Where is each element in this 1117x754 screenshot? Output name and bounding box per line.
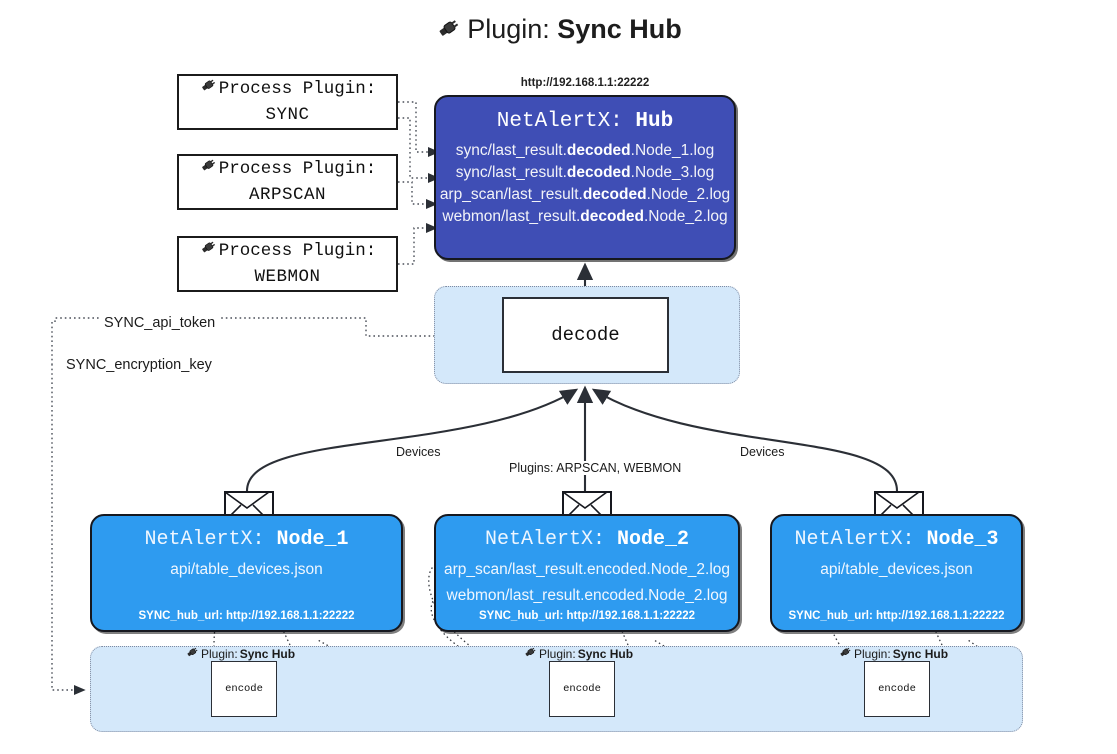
hub-log-line: sync/last_result.decoded.Node_3.log (456, 164, 714, 182)
log-post: .Node_3.log (630, 164, 715, 181)
node-title: NetAlertX: Node_2 (485, 528, 689, 551)
node-hub-url: SYNC_hub_url: http://192.168.1.1:22222 (788, 610, 1005, 622)
process-plugin-label: Process Plugin: (218, 158, 377, 179)
log-post: .Node_1.log (630, 142, 715, 159)
process-plugin-webmon[interactable]: Process Plugin: WEBMON (177, 236, 398, 292)
process-plugin-name: SYNC (265, 105, 310, 125)
edge-label-plugins: Plugins: ARPSCAN, WEBMON (505, 461, 686, 475)
sync-api-token-label: SYNC_api_token (100, 315, 220, 331)
log-pre: arp_scan/last_result. (439, 186, 583, 203)
node-title-name: Node_3 (926, 528, 999, 551)
node-title: NetAlertX: Node_1 (144, 528, 348, 551)
node-title-prefix: NetAlertX: (144, 528, 265, 551)
node-line: api/table_devices.json (170, 561, 323, 578)
node-title-name: Node_2 (617, 528, 690, 551)
log-mid: decoded (566, 164, 631, 181)
plug-icon (838, 645, 852, 662)
process-plugin-sync[interactable]: Process Plugin: SYNC (177, 74, 398, 130)
node-line: arp_scan/last_result.encoded.Node_2.log (443, 561, 731, 578)
encoder-label-name: Sync Hub (577, 646, 634, 661)
hub-url-label: http://192.168.1.1:22222 (520, 77, 650, 89)
hub-title-name: Hub (635, 110, 674, 133)
encoder-label-name: Sync Hub (239, 646, 296, 661)
process-plugin-arpscan[interactable]: Process Plugin: ARPSCAN (177, 154, 398, 210)
process-plugin-name: WEBMON (254, 267, 321, 287)
plug-icon (435, 15, 461, 48)
decode-box[interactable]: decode (502, 297, 669, 373)
title-name: Sync Hub (557, 14, 682, 44)
node-2[interactable]: NetAlertX: Node_2 arp_scan/last_result.e… (434, 514, 740, 632)
encoder-plugin-label-3: Plugin: Sync Hub (838, 645, 948, 662)
hub-node[interactable]: NetAlertX: Hub sync/last_result.decoded.… (434, 95, 736, 260)
encode-box-1[interactable]: encode (211, 661, 277, 717)
title-prefix: Plugin: (467, 14, 550, 44)
hub-log-line: arp_scan/last_result.decoded.Node_2.log (440, 186, 730, 204)
node-hub-url: SYNC_hub_url: http://192.168.1.1:22222 (138, 610, 355, 622)
process-plugin-label: Process Plugin: (218, 78, 377, 99)
node-lines: api/table_devices.json (772, 561, 1021, 579)
edge-label-devices-right: Devices (736, 445, 789, 459)
encoder-label-prefix: Plugin: (539, 646, 576, 661)
encoder-plugin-label-1: Plugin: Sync Hub (185, 645, 295, 662)
plug-icon (185, 645, 199, 662)
log-pre: sync/last_result. (455, 164, 567, 181)
process-plugin-name: ARPSCAN (248, 185, 326, 205)
log-post: .Node_2.log (646, 186, 731, 203)
process-plugin-label: Process Plugin: (218, 240, 377, 261)
node-lines: arp_scan/last_result.encoded.Node_2.log … (436, 561, 738, 605)
log-mid: decoded (582, 186, 647, 203)
hub-log-line: webmon/last_result.decoded.Node_2.log (442, 208, 727, 226)
edge-label-devices-left: Devices (392, 445, 445, 459)
log-pre: webmon/last_result. (442, 208, 581, 225)
node-title: NetAlertX: Node_3 (794, 528, 998, 551)
hub-log-line: sync/last_result.decoded.Node_1.log (456, 142, 714, 160)
node-1[interactable]: NetAlertX: Node_1 api/table_devices.json… (90, 514, 403, 632)
encode-box-3[interactable]: encode (864, 661, 930, 717)
plug-icon (523, 645, 537, 662)
log-mid: decoded (566, 142, 631, 159)
node-line: api/table_devices.json (820, 561, 973, 578)
log-post: .Node_2.log (643, 208, 728, 225)
log-mid: decoded (580, 208, 644, 225)
encoder-plugin-label-2: Plugin: Sync Hub (523, 645, 633, 662)
node-title-prefix: NetAlertX: (484, 528, 605, 551)
encode-box-2[interactable]: encode (549, 661, 615, 717)
hub-title: NetAlertX: Hub (497, 110, 673, 133)
node-line: webmon/last_result.encoded.Node_2.log (446, 587, 728, 604)
encoder-label-name: Sync Hub (892, 646, 949, 661)
page-title: Plugin: Sync Hub (0, 14, 1117, 48)
hub-log-list: sync/last_result.decoded.Node_1.log sync… (436, 142, 734, 226)
node-title-prefix: NetAlertX: (794, 528, 915, 551)
encoder-label-prefix: Plugin: (201, 646, 238, 661)
plug-icon (199, 238, 217, 265)
plug-icon (199, 156, 217, 183)
encoder-label-prefix: Plugin: (854, 646, 891, 661)
node-hub-url: SYNC_hub_url: http://192.168.1.1:22222 (478, 610, 696, 622)
sync-encryption-key-label: SYNC_encryption_key (62, 357, 216, 373)
log-pre: sync/last_result. (455, 142, 567, 159)
plug-icon (199, 76, 217, 103)
node-3[interactable]: NetAlertX: Node_3 api/table_devices.json… (770, 514, 1023, 632)
node-title-name: Node_1 (276, 528, 349, 551)
hub-title-prefix: NetAlertX: (496, 110, 623, 133)
node-lines: api/table_devices.json (92, 561, 401, 579)
